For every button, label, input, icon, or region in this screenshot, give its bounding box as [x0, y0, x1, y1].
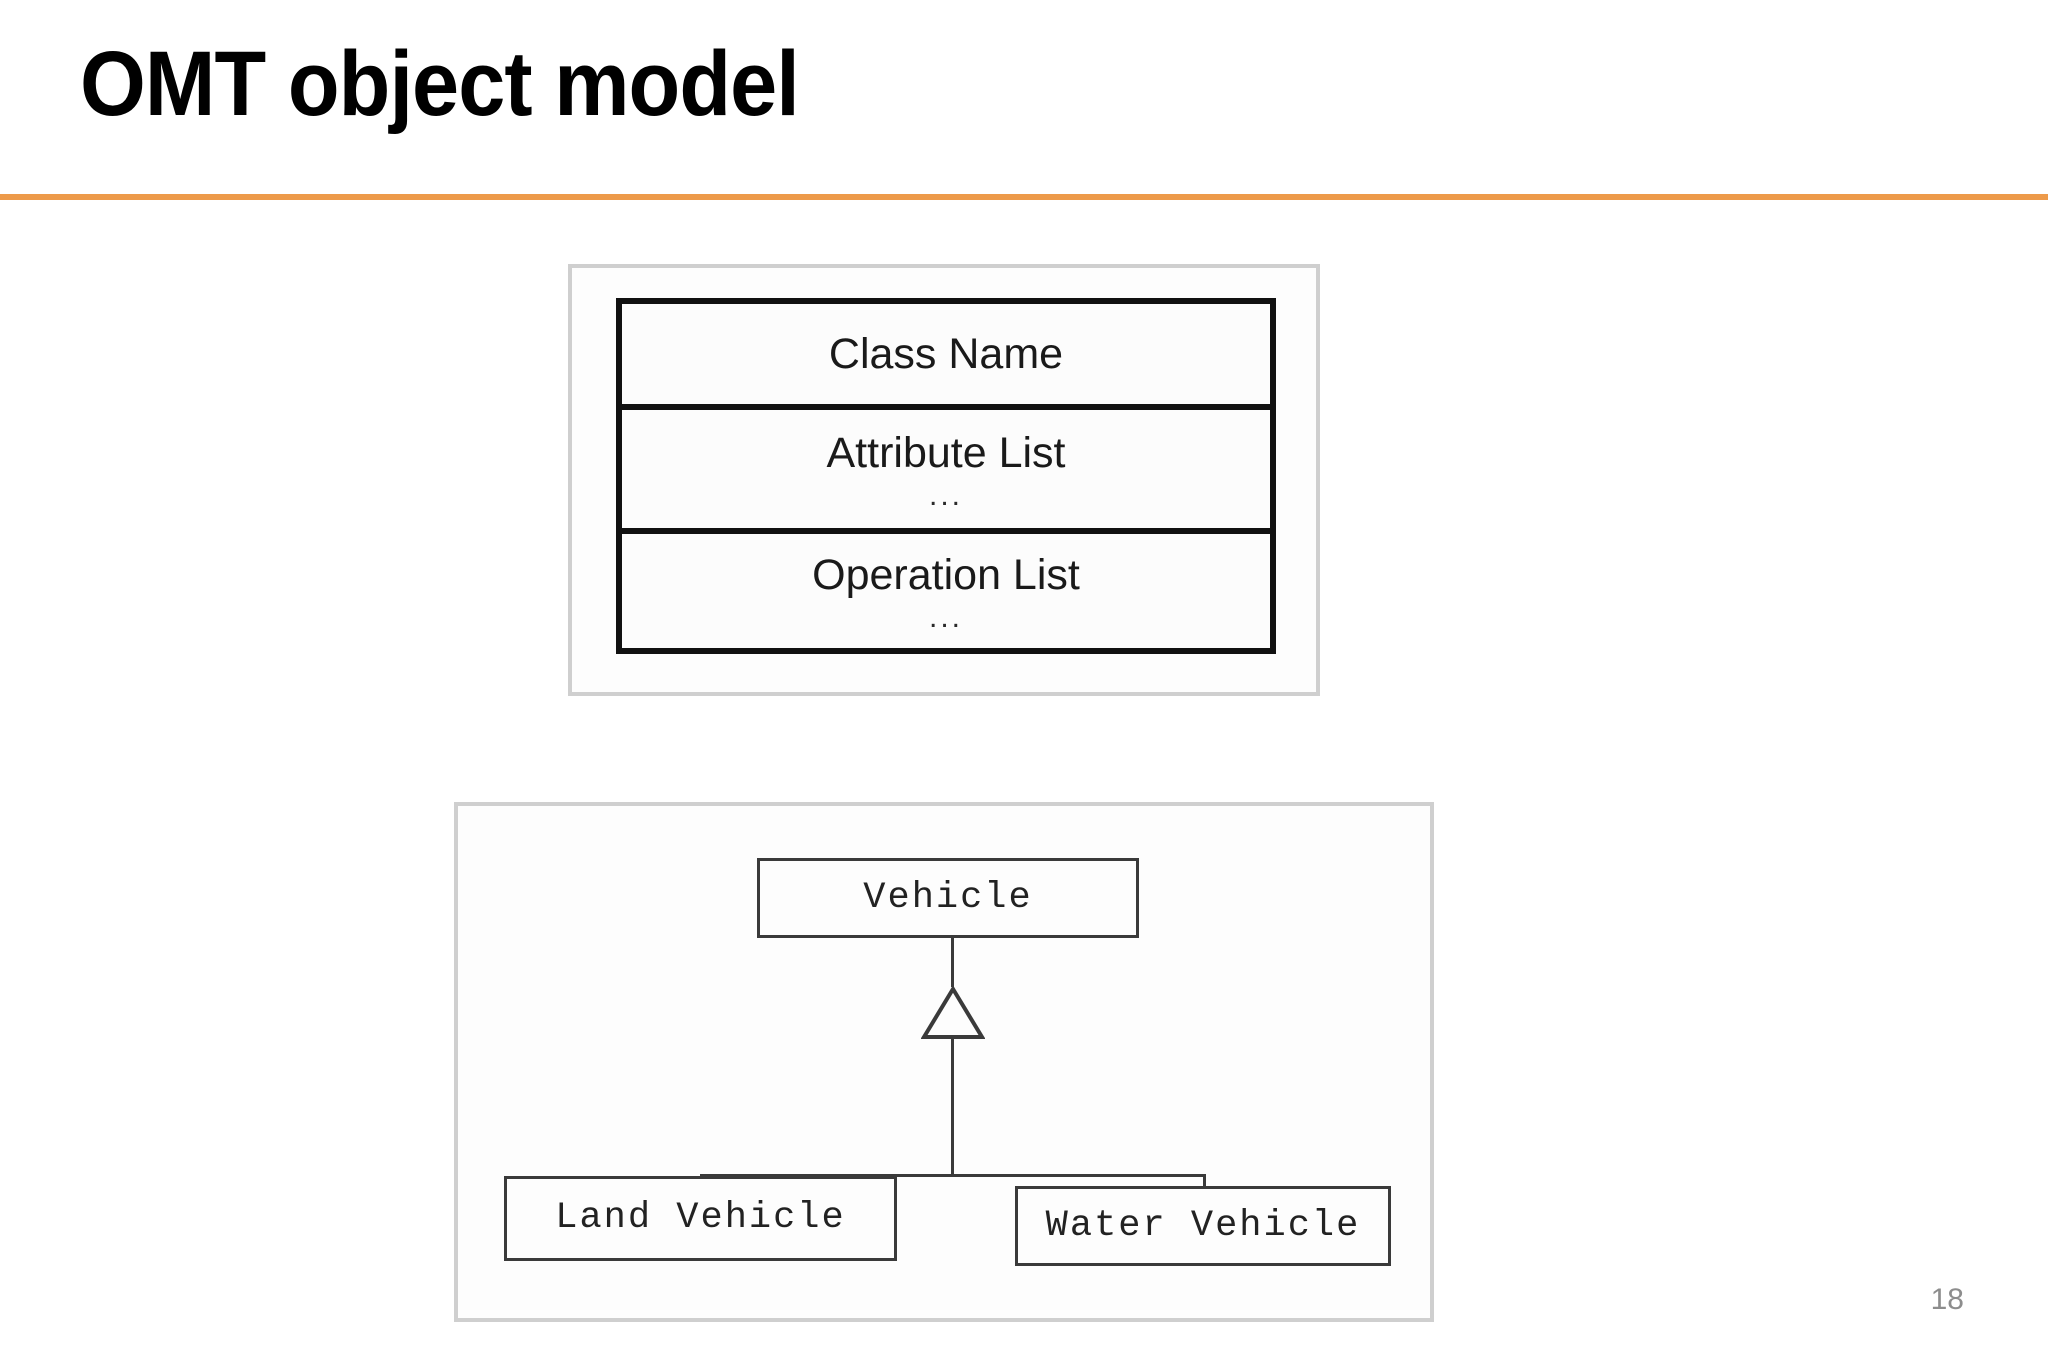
- edge-horizontal-bus: [700, 1174, 1206, 1177]
- operation-list-ellipsis: ...: [928, 601, 963, 634]
- hollow-triangle-icon: [920, 985, 986, 1040]
- attribute-list-ellipsis: ...: [928, 479, 963, 512]
- page-title: OMT object model: [80, 33, 800, 135]
- figure-class-box-notation: Class Name Attribute List ... Operation …: [568, 264, 1320, 696]
- uml-class-node-land-vehicle-label: Land Vehicle: [555, 1197, 846, 1239]
- edge-bus-to-water-vehicle: [1203, 1174, 1206, 1188]
- figure-inheritance-notation: Vehicle Land Vehicle Water Vehicle: [454, 802, 1434, 1322]
- class-box: Class Name Attribute List ... Operation …: [616, 298, 1276, 654]
- uml-class-node-land-vehicle: Land Vehicle: [504, 1176, 897, 1261]
- uml-class-node-water-vehicle-label: Water Vehicle: [1045, 1204, 1361, 1247]
- edge-vehicle-to-triangle: [951, 938, 954, 987]
- operation-list-compartment: Operation List ...: [622, 534, 1270, 648]
- attribute-list-compartment: Attribute List ...: [622, 410, 1270, 534]
- edge-triangle-to-bus: [951, 1039, 954, 1176]
- uml-class-node-vehicle: Vehicle: [757, 858, 1139, 938]
- page-number: 18: [1930, 1283, 1964, 1316]
- title-divider-rule: [0, 194, 2048, 200]
- uml-class-node-water-vehicle: Water Vehicle: [1015, 1186, 1391, 1266]
- class-name-compartment: Class Name: [622, 304, 1270, 410]
- attribute-list-label: Attribute List: [826, 429, 1066, 477]
- operation-list-label: Operation List: [812, 551, 1080, 599]
- class-name-label: Class Name: [828, 329, 1064, 378]
- uml-class-node-vehicle-label: Vehicle: [863, 876, 1033, 919]
